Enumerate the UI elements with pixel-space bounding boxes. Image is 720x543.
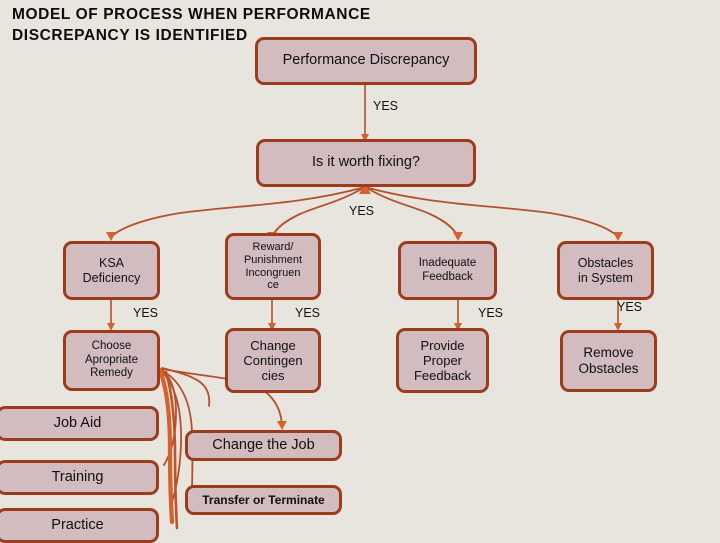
edge-choose-to-practice [161, 371, 182, 509]
node-change-contingencies[interactable]: Change Contingen cies [225, 328, 321, 393]
page-title-line2: DISCREPANCY IS IDENTIFIED [12, 27, 248, 44]
arrow-to-ksa [106, 232, 116, 241]
node-change-the-job[interactable]: Change the Job [185, 430, 342, 461]
node-change-contingencies-label: Change Contingen cies [243, 337, 303, 384]
node-ksa-deficiency-label: KSA Deficiency [82, 255, 141, 285]
node-obstacles-in-system-label: Obstacles in System [577, 255, 634, 285]
node-remove-obstacles[interactable]: Remove Obstacles [560, 330, 657, 392]
node-provide-feedback[interactable]: Provide Proper Feedback [396, 328, 489, 393]
node-remove-obstacles-label: Remove Obstacles [578, 345, 639, 376]
node-ksa-deficiency[interactable]: KSA Deficiency [63, 241, 160, 300]
node-inadequate-feedback-label: Inadequate Feedback [418, 256, 477, 283]
node-training[interactable]: Training [0, 460, 159, 495]
node-worth-fixing-label: Is it worth fixing? [312, 154, 420, 171]
arrow-to-changejob [277, 421, 287, 430]
edge-label-yes-ksa: YES [133, 306, 159, 320]
page-title-line1: MODEL OF PROCESS WHEN PERFORMANCE [12, 6, 371, 23]
edge-worth-to-ksa [110, 186, 366, 238]
arrow-to-inadequate [453, 232, 463, 241]
node-transfer-or-terminate-label: Transfer or Terminate [202, 492, 325, 507]
node-practice-label: Practice [51, 516, 104, 533]
node-job-aid[interactable]: Job Aid [0, 406, 159, 441]
arrow-to-obstacles [613, 232, 623, 241]
node-training-label: Training [51, 468, 104, 485]
node-job-aid-label: Job Aid [53, 414, 102, 431]
page-title: MODEL OF PROCESS WHEN PERFORMANCE DISCRE… [12, 4, 482, 46]
node-choose-remedy-label: Choose Apropriate Remedy [84, 340, 139, 380]
node-change-the-job-label: Change the Job [212, 436, 315, 453]
edge-worth-to-inadequate [364, 186, 459, 238]
node-reward-punishment[interactable]: Reward/ Punishment Incongruen ce [225, 233, 321, 300]
node-inadequate-feedback[interactable]: Inadequate Feedback [398, 241, 497, 300]
edge-label-yes-obstacles: YES [617, 300, 643, 314]
node-transfer-or-terminate[interactable]: Transfer or Terminate [185, 485, 342, 515]
node-worth-fixing[interactable]: Is it worth fixing? [256, 139, 476, 187]
node-performance-discrepancy-label: Performance Discrepancy [282, 52, 450, 69]
edge-choose-to-jobaid [161, 367, 211, 407]
edge-label-yes-fanout: YES [349, 204, 375, 218]
edge-label-yes-feedback: YES [478, 306, 504, 320]
node-obstacles-in-system[interactable]: Obstacles in System [557, 241, 654, 300]
edge-label-yes-top: YES [373, 99, 399, 113]
edge-label-yes-reward: YES [295, 306, 321, 320]
edge-choose-to-training [161, 369, 177, 466]
node-practice[interactable]: Practice [0, 508, 159, 543]
edge-choose-trunk [157, 367, 175, 525]
node-performance-discrepancy[interactable]: Performance Discrepancy [255, 37, 477, 85]
edge-choose-trunk-b [164, 370, 179, 530]
edge-worth-to-obstacles [364, 186, 619, 238]
node-choose-remedy[interactable]: Choose Apropriate Remedy [63, 330, 160, 391]
node-reward-punishment-label: Reward/ Punishment Incongruen ce [243, 240, 303, 292]
node-provide-feedback-label: Provide Proper Feedback [413, 337, 472, 384]
